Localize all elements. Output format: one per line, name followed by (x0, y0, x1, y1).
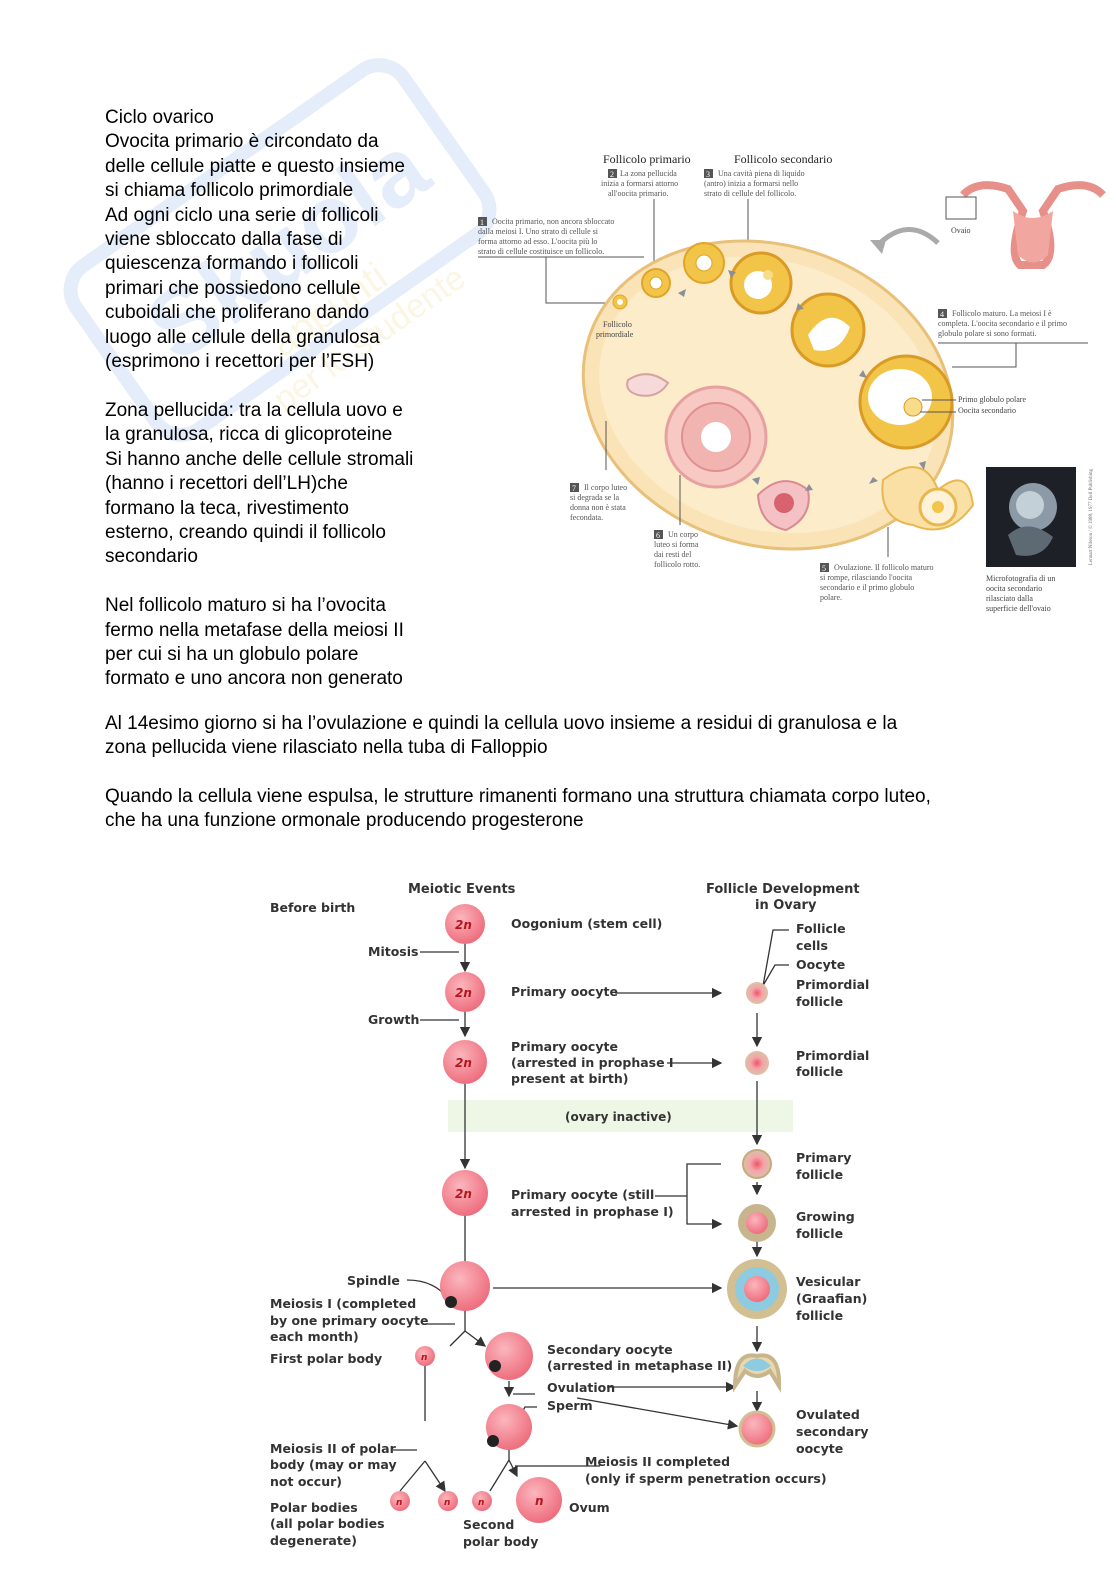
first-polar-body-cell (415, 1346, 435, 1366)
corpus-albicans (626, 373, 670, 397)
ovarian-cycle-figure: Follicolo primario Follicolo secondario … (478, 152, 1106, 613)
step-badge-5 (820, 563, 829, 572)
step-badge-2 (608, 169, 617, 178)
primary-oocyte-cell (445, 972, 485, 1012)
svg-text:Ovaio: Ovaio (951, 226, 971, 235)
primordial-follicle-1 (746, 982, 768, 1004)
svg-text:Una cavità piena di liquido(an: Una cavità piena di liquido(antro) inizi… (704, 169, 805, 198)
svg-text:Primo globulo polare: Primo globulo polare (958, 395, 1026, 404)
second-polar-body-cell (472, 1491, 492, 1511)
oogonium-cell (445, 904, 485, 944)
svg-text:Ovum: Ovum (569, 1500, 610, 1515)
svg-text:Oocita primario, non ancora sb: Oocita primario, non ancora sbloccatodal… (478, 217, 614, 256)
header-meiotic-events: Meiotic Events (408, 882, 516, 897)
svg-text:Growth: Growth (368, 1012, 419, 1027)
paragraph-corpus-luteum: Quando la cellula viene espulsa, le stru… (105, 786, 931, 832)
photo-credit: Lennart Nilsson / © 1988, 1977 Dell Publ… (1088, 468, 1094, 565)
svg-text:2n: 2n (455, 986, 472, 1000)
svg-text:2: 2 (610, 170, 614, 179)
svg-text:Meiosis II completed(only if s: Meiosis II completed(only if sperm penet… (585, 1454, 827, 1486)
svg-text:7: 7 (572, 484, 576, 493)
svg-text:n: n (478, 1498, 484, 1508)
polar-body-cell-2 (438, 1491, 458, 1511)
ovulated-oocyte-follicle (738, 1410, 776, 1448)
svg-text:Secondary oocyte(arrested in m: Secondary oocyte(arrested in metaphase I… (547, 1342, 732, 1373)
step-badge-1 (478, 217, 487, 226)
svg-text:Primary oocyte(arrested in pro: Primary oocyte(arrested in prophase Ipre… (511, 1039, 674, 1086)
svg-text:Ovulation: Ovulation (547, 1380, 615, 1395)
svg-text:(ovary inactive): (ovary inactive) (565, 1110, 672, 1124)
svg-text:1: 1 (480, 218, 484, 227)
step-badge-6 (654, 530, 663, 539)
svg-text:Oocyte: Oocyte (796, 957, 845, 972)
svg-text:Follicolo maturo. La meiosi I: Follicolo maturo. La meiosi I ècompleta.… (938, 309, 1067, 338)
primary-oocyte-arrested-cell (443, 1040, 487, 1084)
svg-text:Mitosis: Mitosis (368, 944, 418, 959)
svg-text:Oogonium (stem cell): Oogonium (stem cell) (511, 916, 662, 931)
svg-text:6: 6 (656, 531, 660, 540)
primordial-follicle-2 (745, 1051, 769, 1075)
svg-text:Sperm: Sperm (547, 1398, 593, 1413)
uterus-illustration (945, 181, 1106, 269)
svg-text:2n: 2n (455, 1187, 472, 1201)
svg-text:Spindle: Spindle (347, 1273, 400, 1288)
left-column-text: Ciclo ovarico Ovocita primario è circond… (105, 107, 414, 690)
svg-text:Vesicular(Graafian)follicle: Vesicular(Graafian)follicle (796, 1274, 867, 1323)
paragraph-ovulation: Al 14esimo giorno si ha l’ovulazione e q… (105, 713, 898, 759)
svg-text:n: n (444, 1498, 450, 1508)
svg-text:Primary oocyte: Primary oocyte (511, 984, 618, 999)
step-badge-3 (704, 169, 713, 178)
header-before-birth: Before birth (270, 900, 355, 915)
svg-text:5: 5 (822, 564, 826, 573)
svg-text:First polar body: First polar body (270, 1351, 382, 1366)
step-badge-4 (938, 309, 947, 318)
svg-text:n: n (396, 1498, 402, 1508)
svg-text:Oocita secondario: Oocita secondario (958, 406, 1016, 415)
svg-text:4: 4 (940, 310, 944, 319)
svg-text:2n: 2n (455, 918, 472, 932)
secondary-oocyte-cell (485, 1332, 533, 1380)
primary-follicle (742, 1149, 772, 1179)
polar-body-cell-1 (390, 1491, 410, 1511)
svg-text:3: 3 (706, 170, 710, 179)
ovary-inactive-band (448, 1100, 793, 1132)
label-follicolo-primario: Follicolo primario (603, 152, 691, 166)
svg-text:2n: 2n (455, 1056, 472, 1070)
label-follicolo-secondario: Follicolo secondario (734, 152, 832, 166)
ovum-cell (516, 1477, 562, 1523)
svg-text:n: n (421, 1353, 427, 1363)
svg-text:n: n (535, 1494, 544, 1508)
primary-oocyte-still-cell (442, 1170, 488, 1216)
watermark-logo: Skuola appunti per lo studente (63, 58, 497, 442)
step-badge-7 (570, 483, 579, 492)
